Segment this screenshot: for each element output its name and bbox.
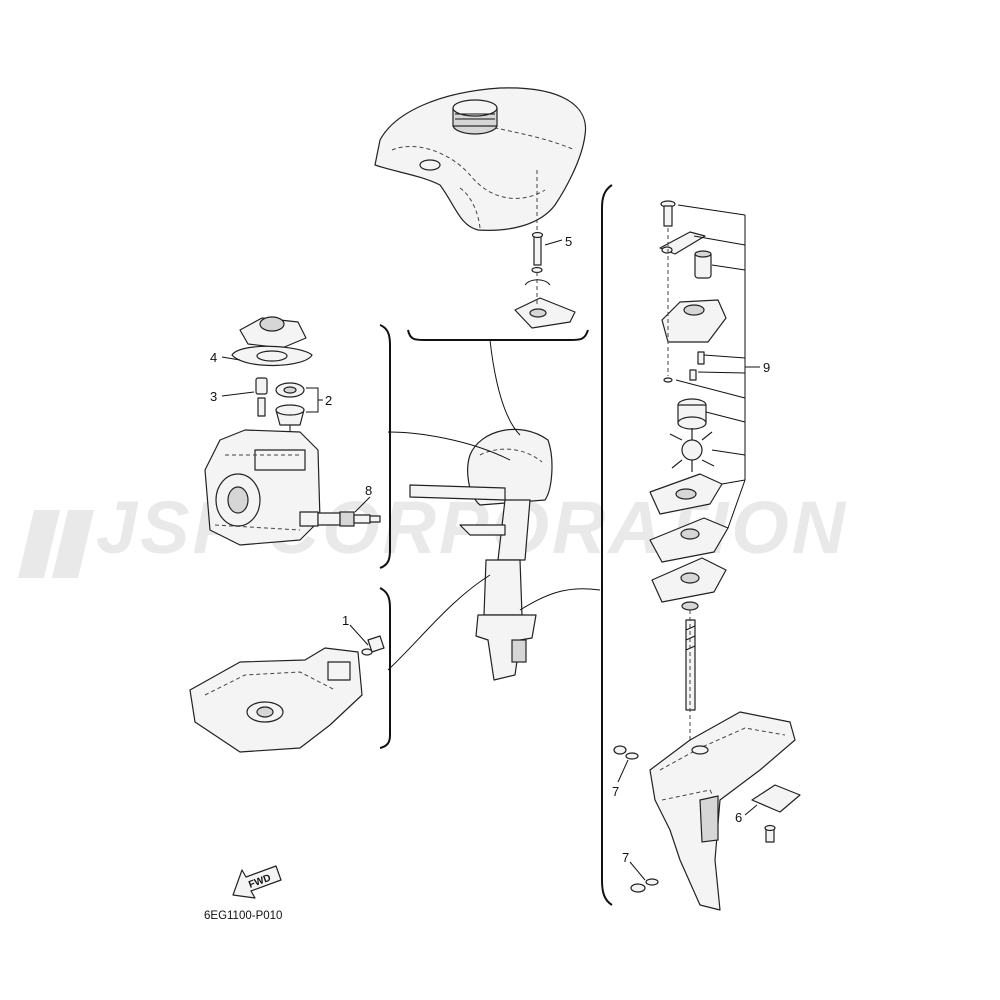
plug-set-upper [613,745,639,760]
carburetor-body [204,429,321,546]
float-seal-set [275,382,305,438]
callout-6: 6 [735,810,742,825]
leader-crankcase-to-motor [387,574,491,671]
callout-9: 9 [763,360,770,375]
group-bracket-crankcase [379,587,391,749]
callout-9-leaders [675,204,760,529]
leader-carb-to-motor [387,431,511,461]
spark-plug [299,511,381,527]
fuel-cap [452,99,498,135]
group-bracket-top [407,329,589,341]
jet-and-needle [255,377,268,417]
fuel-pump-assembly [231,316,313,367]
callout-2: 2 [325,393,332,408]
group-bracket-right [601,184,613,906]
top-cowling [374,87,587,235]
leader-cowling-to-motor [489,339,521,436]
group-bracket-carb [379,324,391,569]
callout-7-lower: 7 [622,850,629,865]
impeller [669,428,715,472]
cowling-bolt-assembly [514,231,576,329]
callout-3: 3 [210,389,217,404]
drain-screw [361,635,385,656]
callout-4: 4 [210,350,217,365]
callout-7-upper: 7 [612,784,619,799]
water-pump-stack [649,200,729,760]
callout-5: 5 [565,234,572,249]
watermark-logo-icon [18,510,94,578]
lower-unit [649,711,796,911]
callout-8: 8 [365,483,372,498]
outboard-motor [409,428,553,681]
plug-set-lower [630,878,659,893]
callout-1: 1 [342,613,349,628]
reference-code: 6EG1100-P010 [204,910,282,922]
leader-lower-to-motor [519,588,601,611]
anode-plate [751,784,801,843]
fwd-arrow-icon: FWD [232,865,282,899]
crankcase [189,647,363,753]
